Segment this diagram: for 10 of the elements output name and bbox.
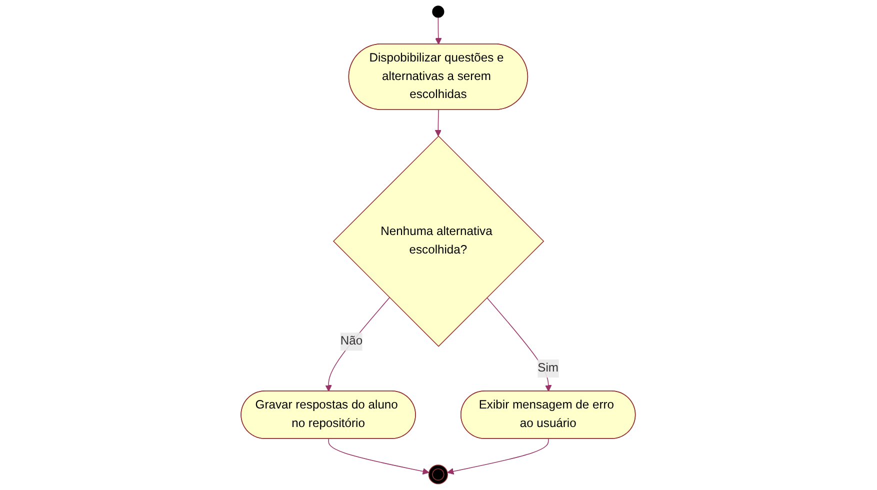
- arrow: [435, 110, 442, 136]
- edge-label: Sim: [538, 362, 559, 375]
- edge-label: Não: [340, 334, 363, 348]
- arrow: [486, 297, 552, 392]
- node-circle: [428, 464, 448, 484]
- arrow: [447, 438, 550, 475]
- arrow: [326, 297, 390, 392]
- arrow: [435, 17, 442, 45]
- arrow: [328, 438, 430, 475]
- node-circle: [432, 6, 445, 18]
